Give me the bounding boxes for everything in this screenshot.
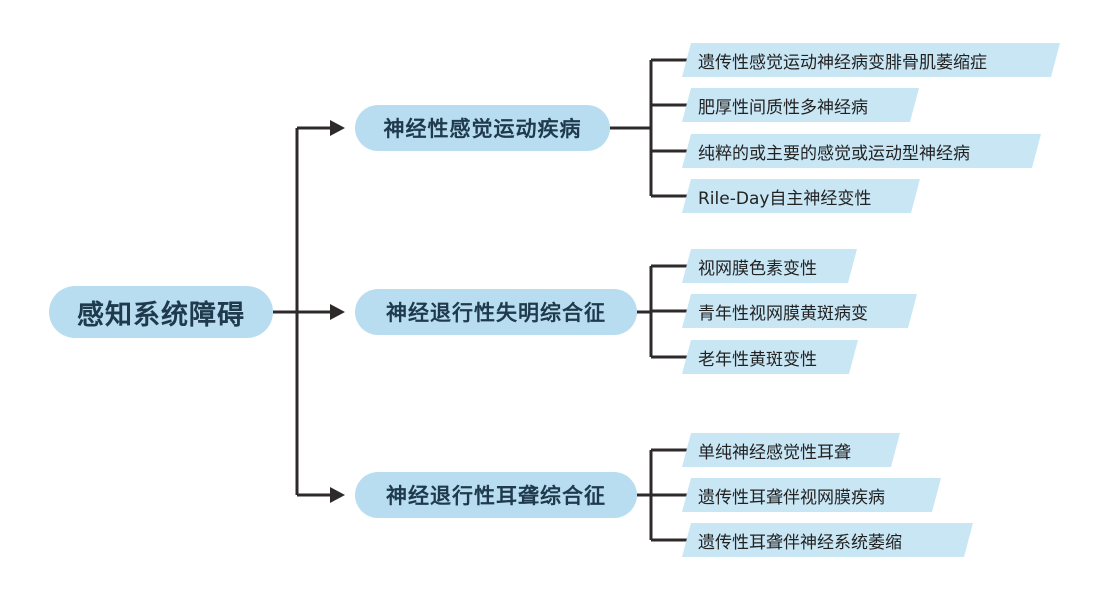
leaf-node: 遗传性耳聋伴视网膜疾病 [682, 478, 941, 512]
leaf-node: 遗传性耳聋伴神经系统萎缩 [682, 523, 973, 557]
leaf-label: 遗传性感觉运动神经病变腓骨肌萎缩症 [698, 52, 987, 73]
root-node: 感知系统障碍 [49, 286, 273, 338]
leaf-node: 单纯神经感觉性耳聋 [682, 433, 900, 467]
leaf-label: 纯粹的或主要的感觉或运动型神经病 [698, 143, 970, 164]
category-label: 神经退行性耳聋综合征 [386, 484, 606, 508]
root-node-label: 感知系统障碍 [77, 299, 245, 331]
arrow-head-cat-1 [330, 120, 345, 136]
leaf-label: 肥厚性间质性多神经病 [698, 97, 868, 118]
category-label: 神经退行性失明综合征 [386, 301, 606, 325]
leaf-node: 纯粹的或主要的感觉或运动型神经病 [682, 134, 1041, 168]
leaf-label: 遗传性耳聋伴视网膜疾病 [698, 487, 885, 508]
leaf-label: 遗传性耳聋伴神经系统萎缩 [698, 532, 902, 553]
leaf-node: 遗传性感觉运动神经病变腓骨肌萎缩症 [682, 43, 1060, 77]
arrow-head-cat-3 [330, 487, 345, 503]
leaf-label: 视网膜色素变性 [698, 258, 817, 279]
leaf-label: 青年性视网膜黄斑病变 [698, 303, 868, 324]
leaf-label: 老年性黄斑变性 [698, 349, 817, 370]
category-label: 神经性感觉运动疾病 [383, 117, 582, 141]
category-node-deafness: 神经退行性耳聋综合征 [355, 472, 637, 518]
category-node-sensory-motor: 神经性感觉运动疾病 [355, 105, 610, 151]
leaf-node: 视网膜色素变性 [682, 249, 857, 283]
leaf-node: Rile-Day自主神经变性 [682, 179, 920, 213]
leaf-label: 单纯神经感觉性耳聋 [698, 442, 851, 463]
leaf-node: 青年性视网膜黄斑病变 [682, 294, 917, 328]
category-node-blindness: 神经退行性失明综合征 [355, 289, 637, 335]
leaf-label: Rile-Day自主神经变性 [698, 188, 872, 209]
leaf-node: 肥厚性间质性多神经病 [682, 88, 919, 122]
arrow-head-cat-2 [330, 304, 345, 320]
leaf-node: 老年性黄斑变性 [682, 340, 858, 374]
